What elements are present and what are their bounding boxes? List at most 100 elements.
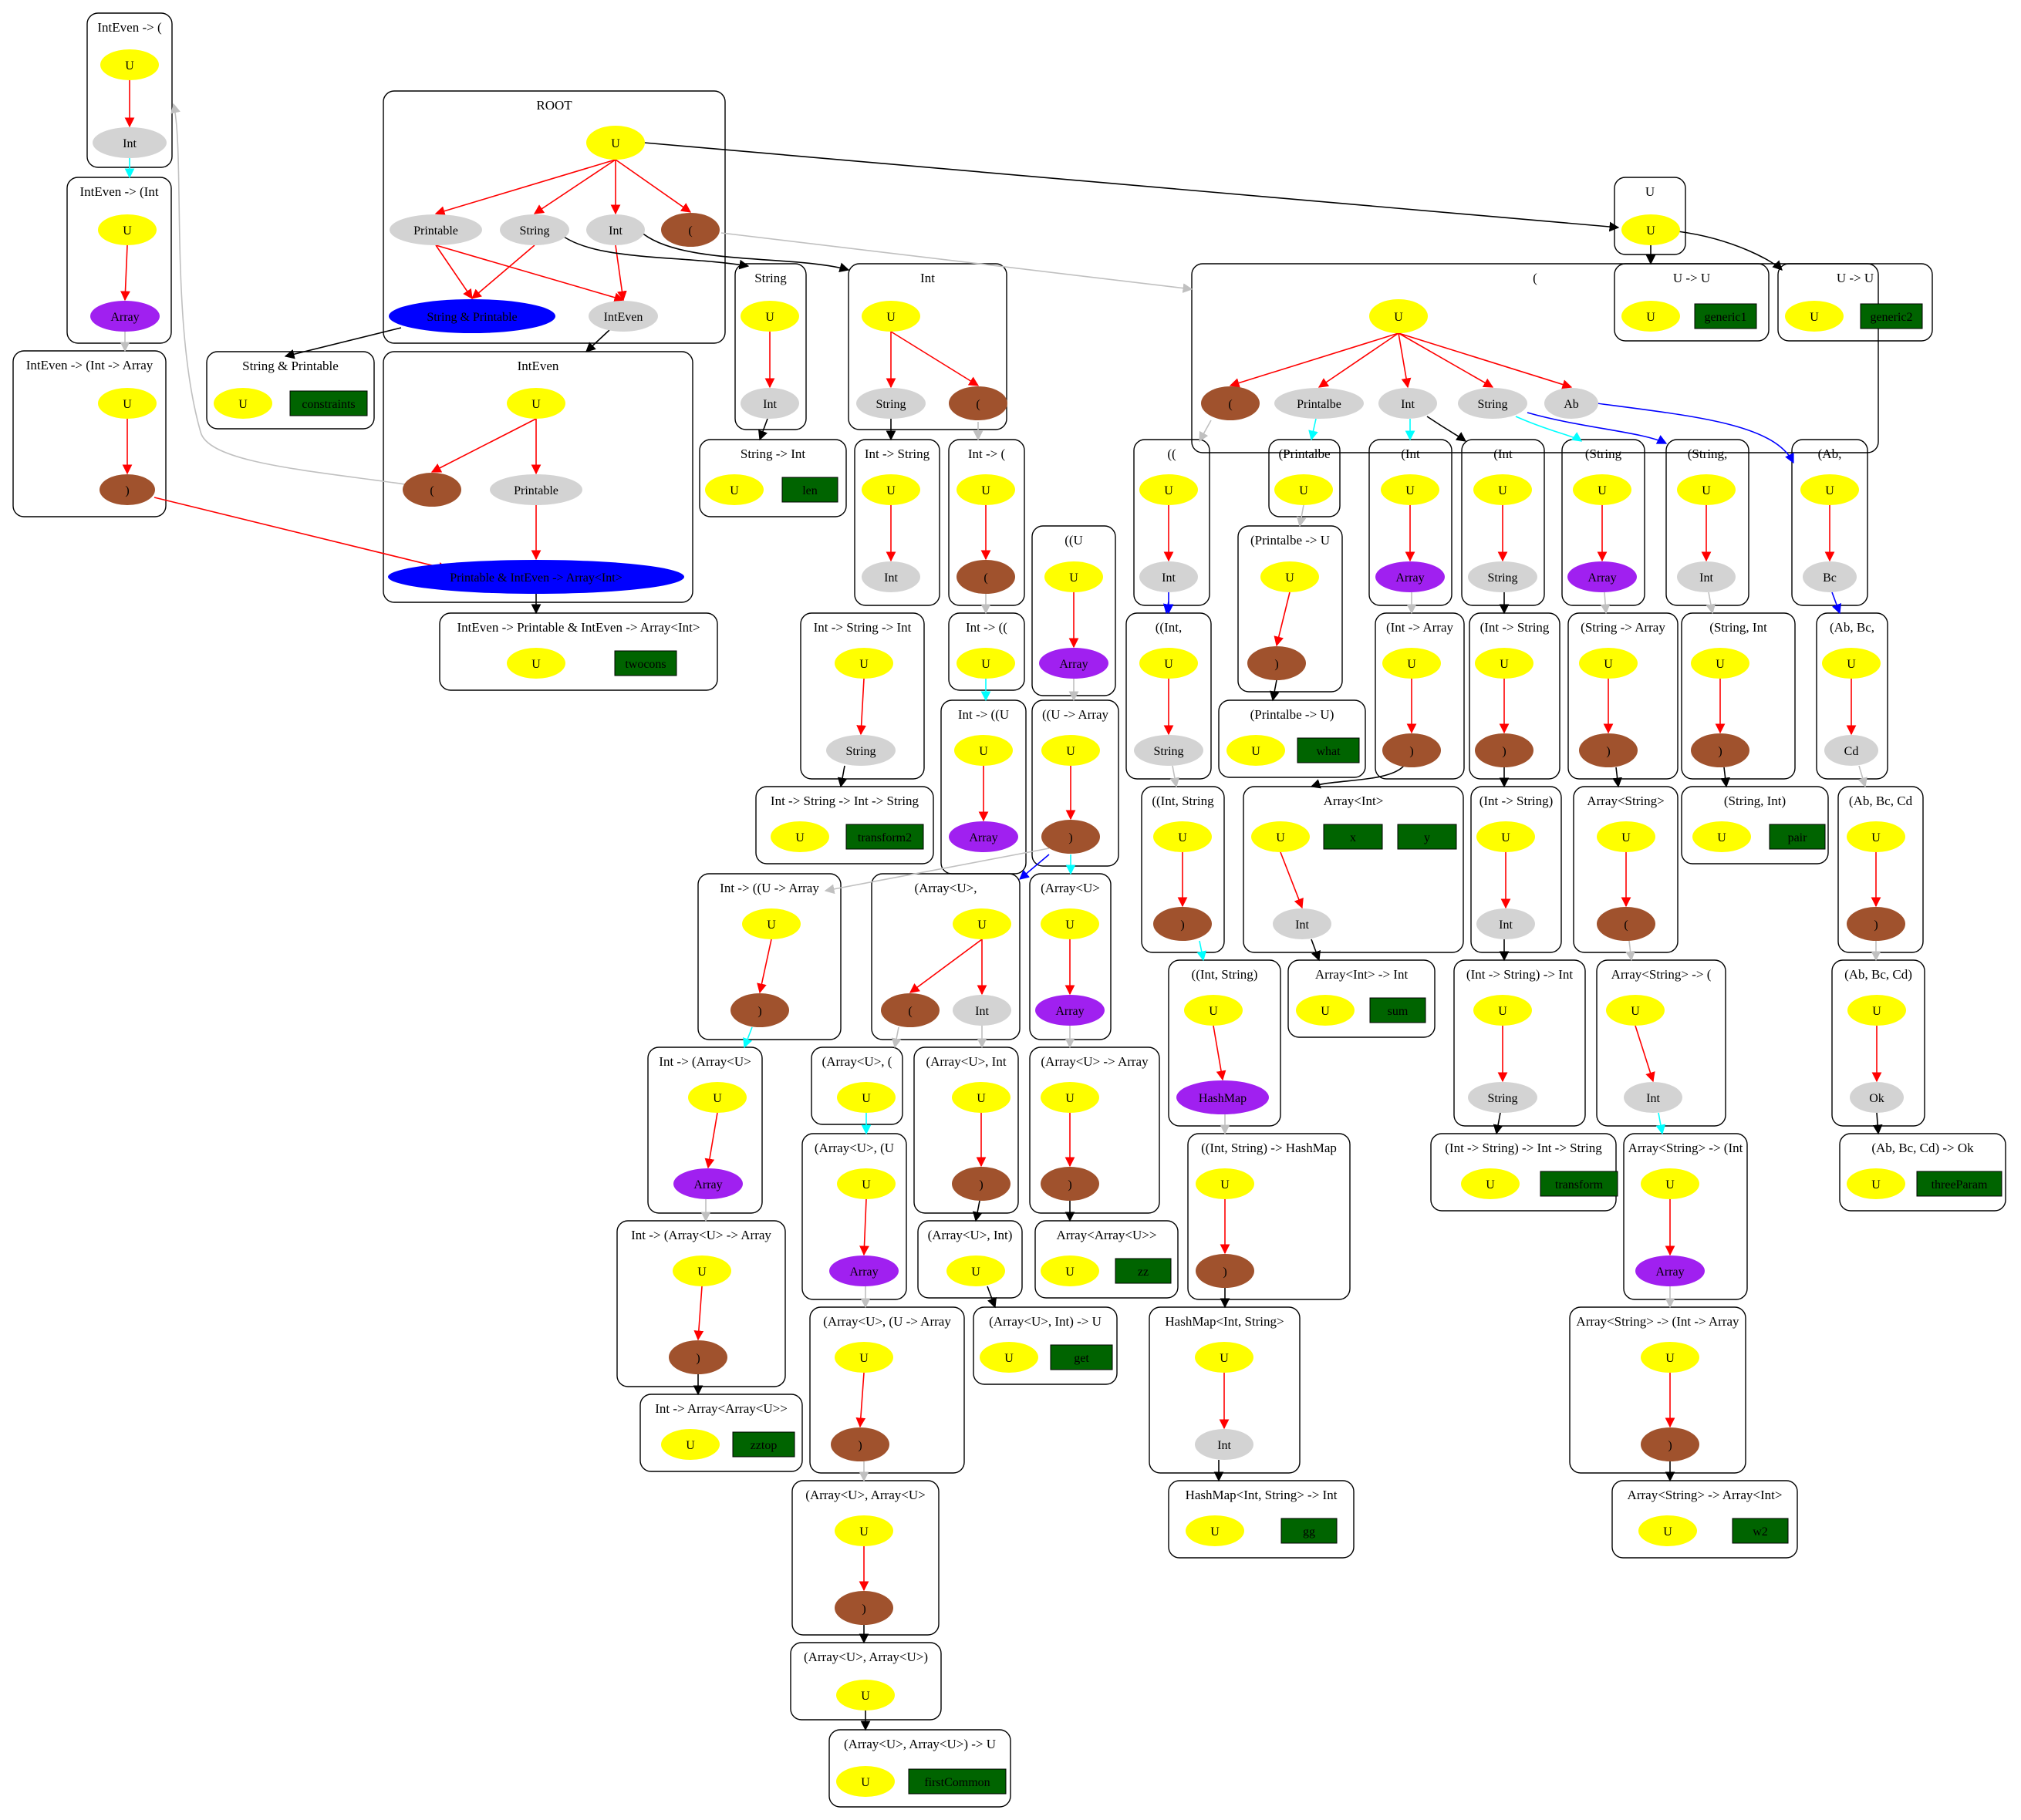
node-ppisc-u: U: [1184, 995, 1243, 1026]
cluster-root: ROOT: [383, 90, 726, 344]
type-ellipse: [1597, 907, 1655, 941]
type-ellipse: [98, 214, 157, 245]
cluster-strint: String -> Int: [699, 439, 847, 517]
cluster-box: [848, 263, 1007, 430]
node-label: sum: [1388, 1005, 1409, 1018]
type-ellipse: [1800, 474, 1859, 505]
cluster-arrubarr: (Array<U> -> Array: [1029, 1046, 1160, 1214]
node-ie-paren: (: [403, 473, 461, 507]
type-ellipse: [1201, 386, 1260, 420]
node-ai-y: y: [1397, 824, 1457, 850]
node-label: Printable: [514, 484, 558, 497]
edge-r_u-to-r_print: [434, 159, 616, 216]
node-get-f: get: [1050, 1344, 1113, 1370]
edge-p_string-to-psc_u: [1527, 412, 1668, 444]
node-gg-u: U: [1186, 1515, 1244, 1546]
type-ellipse: [856, 388, 926, 419]
cluster-arru: (Array<U>,: [871, 873, 1021, 1040]
node-pru-close: ): [1247, 646, 1306, 680]
node-gg-f: gg: [1280, 1518, 1338, 1544]
edge-p_u-to-p_string: [1398, 332, 1494, 388]
node-label: Bc: [1823, 571, 1837, 585]
node-auau-close: ): [835, 1591, 893, 1625]
node-label: ): [1274, 658, 1278, 671]
cluster-sum: Array<Int> -> Int: [1287, 959, 1436, 1038]
type-ellipse: [741, 301, 799, 332]
node-ipua-close: ): [730, 993, 789, 1027]
node-auba-close: ): [1041, 1167, 1099, 1201]
node-label: U: [1069, 571, 1078, 585]
node-label: Int: [1699, 571, 1713, 585]
node-p-ab: Ab: [1544, 388, 1598, 419]
node-label: U: [1164, 484, 1173, 497]
type-ellipse: [742, 908, 801, 939]
node-pua-u: U: [1041, 735, 1100, 766]
type-ellipse: [1691, 733, 1749, 767]
node-label: U: [1407, 658, 1416, 671]
node-sum-u: U: [1296, 995, 1355, 1026]
node-label: U: [1604, 658, 1613, 671]
edge-ipua_u-to-ipua_close: [757, 939, 772, 994]
edge-au_paren-to-aup_u: [891, 1026, 902, 1049]
node-isi-u: U: [835, 648, 893, 679]
node-auau-u: U: [835, 1515, 893, 1546]
node-label: U: [1486, 1178, 1495, 1191]
cluster-box: [1243, 786, 1464, 953]
node-r-sp: String & Printable: [389, 299, 555, 333]
type-ellipse: [1247, 646, 1306, 680]
type-ellipse: [949, 386, 1007, 420]
node-zz-f: zz: [1115, 1258, 1172, 1284]
type-ellipse: [836, 1680, 895, 1710]
type-ellipse: [214, 388, 272, 419]
type-ellipse: [1375, 561, 1445, 592]
cluster-label: U -> U: [1673, 271, 1710, 285]
node-label: U: [859, 658, 869, 671]
node-label: U: [1210, 1525, 1220, 1539]
cluster-label: String: [754, 271, 787, 285]
node-r-int: Int: [586, 214, 645, 245]
node-aub-u: U: [1041, 908, 1099, 939]
node-label: U: [767, 918, 776, 932]
cluster-intstr: Int -> String: [854, 439, 940, 606]
cluster-box: [1839, 1133, 2006, 1212]
cluster-label: Array<String> -> (: [1611, 967, 1712, 982]
node-label: Int: [1499, 918, 1513, 932]
type-ellipse: [1850, 1082, 1904, 1113]
node-pp-int: Int: [1139, 561, 1198, 592]
node-label: ): [1718, 745, 1722, 758]
cluster-box: [439, 612, 718, 691]
cluster-box: [66, 177, 172, 344]
edge-p_int-to-pi2_u: [1426, 416, 1467, 442]
node-label: U: [1164, 658, 1173, 671]
cluster-zz: Array<Array<U>>: [1034, 1220, 1179, 1299]
type-ellipse: [1196, 1254, 1254, 1288]
cluster-box: [1470, 786, 1562, 953]
type-ellipse: [390, 214, 482, 245]
cluster-label: Array<String>: [1587, 794, 1664, 808]
cluster-label: String -> Int: [741, 447, 805, 461]
type-ellipse: [771, 821, 829, 852]
cluster-pstringint: (String, Int: [1681, 612, 1796, 780]
node-label: U: [1598, 484, 1607, 497]
node-as-u: U: [1597, 821, 1655, 852]
edge-ppisc_u-to-ppisc_hash: [1213, 1025, 1226, 1081]
type-ellipse: [1041, 735, 1100, 766]
node-pr-u: U: [1274, 474, 1333, 505]
type-ellipse: [507, 648, 565, 679]
cluster-label: (Int -> String): [1479, 794, 1554, 808]
cluster-label: (String, Int: [1709, 620, 1767, 635]
node-label: U: [1220, 1178, 1230, 1191]
node-label: Int: [1217, 1439, 1231, 1452]
function-box: [1115, 1258, 1172, 1284]
node-label: Array: [1655, 1266, 1684, 1279]
edge-p_u-to-p_ab: [1398, 332, 1573, 389]
type-ellipse: [1196, 1168, 1254, 1199]
node-label: generic1: [1704, 311, 1746, 324]
cluster-label: (String -> Array: [1581, 620, 1665, 635]
node-label: U: [981, 484, 990, 497]
cluster-box: [1623, 1133, 1748, 1300]
node-label: Int: [763, 398, 777, 411]
node-aub-arr: Array: [1035, 995, 1105, 1026]
edge-pru_u-to-pru_close: [1274, 592, 1291, 647]
node-label: Array: [1055, 1005, 1084, 1018]
